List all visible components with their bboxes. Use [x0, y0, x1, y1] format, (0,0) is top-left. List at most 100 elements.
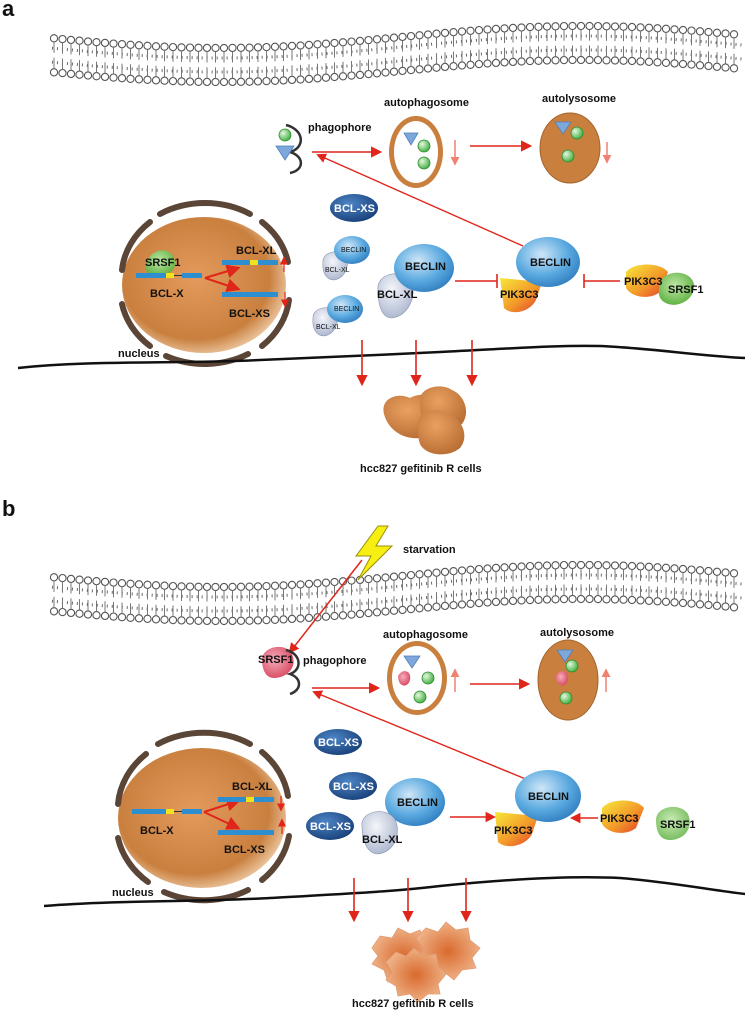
lipid-head: [92, 72, 101, 81]
lipid-head: [262, 76, 271, 86]
lipid-head: [58, 34, 67, 44]
lipid-head: [296, 614, 305, 623]
lipid-head: [398, 66, 407, 76]
beclin-protein-b: [385, 778, 445, 826]
lipid-head: [474, 564, 484, 574]
lipid-head: [704, 566, 713, 576]
lipid-head: [219, 77, 229, 87]
lipid-head: [449, 62, 458, 71]
lipid-head: [177, 582, 186, 591]
lipid-head: [636, 596, 645, 605]
nucleus-a: [119, 200, 292, 367]
lipid-head: [542, 56, 552, 65]
bcl-xs-float-label-a: BCL-XS: [334, 203, 375, 215]
lipid-head: [202, 582, 212, 592]
arrow-complex-to-phagophore-a: [316, 153, 524, 247]
lipid-head: [177, 616, 186, 625]
lipid-head: [296, 75, 305, 84]
autolysosome-label-a: autolysosome: [542, 93, 616, 105]
lipid-head: [177, 77, 186, 86]
lipid-head: [228, 77, 237, 87]
lipid-head: [49, 34, 59, 43]
vesicle-icon: [570, 126, 584, 140]
lipid-head: [177, 43, 186, 52]
lipid-head: [304, 613, 314, 623]
srsf1-nucleus-label-a: SRSF1: [145, 257, 180, 269]
lipid-head: [440, 62, 450, 72]
splice-arrow-xs-b: [203, 811, 241, 830]
lipid-head: [432, 63, 441, 72]
pik3c3-protein-a: [626, 264, 668, 297]
bcl-xs-float-label-2-b: BCL-XS: [333, 781, 374, 793]
lipid-head: [593, 21, 603, 31]
lipid-head: [593, 55, 603, 65]
lipid-head: [670, 564, 679, 573]
panel-a-letter: a: [2, 0, 15, 21]
bcl-xs-protein-3-b: [306, 812, 354, 840]
lipid-head: [287, 614, 297, 624]
beclin-bcl-xl-complex-small-1-a: [322, 236, 370, 281]
lipid-head: [389, 606, 399, 615]
lipid-head: [670, 598, 679, 607]
arrow-complex-to-phagophore-b: [312, 690, 529, 781]
lipid-head: [321, 578, 331, 587]
lipid-head: [678, 59, 688, 69]
lipid-head: [576, 594, 586, 604]
lipid-head: [211, 582, 220, 592]
lipid-head: [219, 616, 229, 626]
beclin-pik3c3-complex-b: [495, 770, 581, 847]
beclin-bcl-xl-complex-small-2-a: [312, 295, 363, 337]
bcl-xl-protein-b: [361, 811, 398, 855]
srsf1-phagophore-label-b: SRSF1: [258, 654, 293, 666]
lipid-head: [449, 28, 458, 37]
inhibition-bcl-xl-to-complex-a: [455, 274, 498, 288]
bcl-xs-gene-label-b: BCL-XS: [224, 844, 265, 856]
lipid-head: [678, 25, 688, 35]
lipid-head: [100, 72, 110, 82]
lightning-bolt-icon: [355, 525, 394, 581]
lipid-head: [219, 582, 229, 592]
srsf1-protein-phagophore-b: [262, 646, 294, 678]
lipid-head: [457, 27, 467, 36]
lipid-head: [83, 37, 93, 46]
lipid-head: [568, 560, 577, 570]
lipid-head: [491, 563, 501, 573]
lipid-head: [474, 598, 484, 608]
lipid-head: [636, 562, 645, 571]
lipid-head: [619, 56, 628, 65]
autophagosome-a: [389, 116, 443, 188]
lipid-head: [559, 21, 569, 31]
lipid-head: [75, 36, 84, 45]
lipid-head: [721, 602, 730, 611]
lipid-head: [372, 69, 382, 78]
lipid-head: [143, 614, 152, 623]
bcl-xl-transcript-b: [218, 797, 274, 802]
lipid-head: [500, 597, 509, 606]
autolysosome-a: [539, 112, 601, 184]
lipid-head: [636, 57, 645, 66]
pik3c3-protein-b: [602, 800, 644, 833]
lipid-head: [151, 42, 161, 51]
beclin-right-label-b: BECLIN: [528, 791, 569, 803]
lipid-head: [670, 59, 679, 68]
lipid-head: [321, 612, 331, 621]
lipid-head: [619, 561, 628, 570]
lipid-head: [347, 576, 356, 585]
lipid-head: [695, 566, 705, 575]
lipid-head: [313, 74, 322, 83]
lipid-head: [75, 609, 84, 618]
panel-b-letter: b: [2, 496, 15, 521]
beclin-bcl-xl-complex-a: [377, 244, 454, 319]
lipid-head: [525, 22, 535, 32]
srsf1-icon: [398, 671, 411, 686]
lipid-head: [185, 77, 195, 86]
plasma-membrane-a: [49, 21, 743, 87]
lipid-head: [245, 582, 254, 591]
lipid-head: [100, 611, 110, 621]
lipid-head: [75, 575, 84, 584]
lipid-head: [270, 76, 280, 85]
lipid-head: [279, 581, 288, 590]
lipid-head: [440, 28, 450, 38]
lipid-head: [542, 22, 552, 31]
bcl-xl-mid-label-a: BCL-XL: [377, 289, 418, 301]
